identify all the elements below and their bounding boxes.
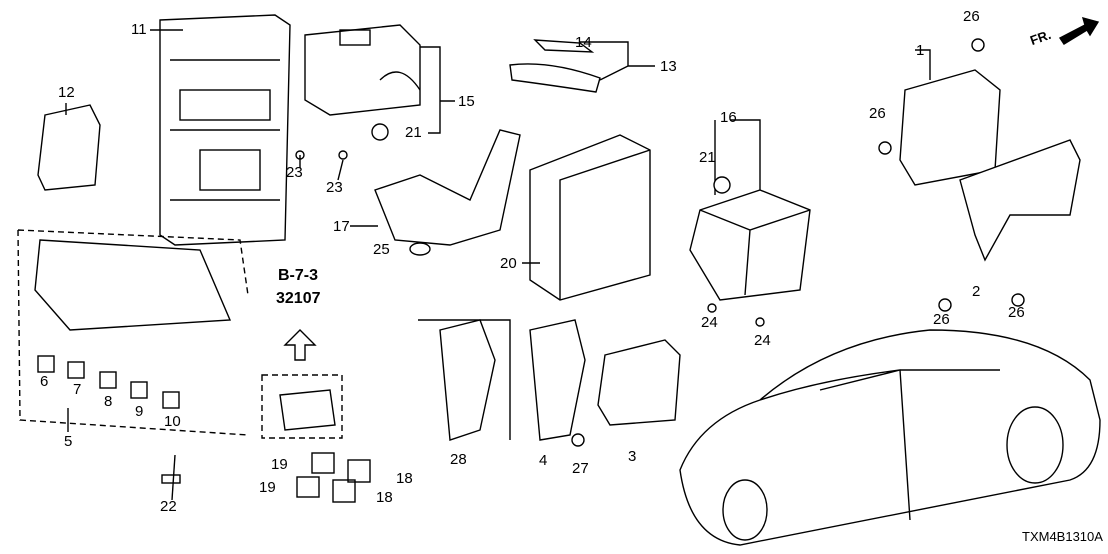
callout-21: 21 xyxy=(699,149,716,166)
callout-9: 9 xyxy=(135,403,144,420)
callout-11: 11 xyxy=(131,21,147,38)
callout-7: 7 xyxy=(73,381,82,398)
diagram-code: TXM4B1310A xyxy=(1022,529,1103,544)
part-4-bracket xyxy=(529,319,586,441)
callout-14: 14 xyxy=(575,34,592,51)
vehicle-outline xyxy=(679,329,1101,546)
callout-19: 19 xyxy=(271,456,288,473)
part-1-unit xyxy=(899,49,1001,186)
callout-26: 26 xyxy=(963,8,980,25)
part-12-module xyxy=(37,103,101,191)
part-15-unit xyxy=(304,24,455,134)
part-17-bracket xyxy=(350,129,521,246)
callout-28: 28 xyxy=(450,451,467,468)
callout-20: 20 xyxy=(500,255,517,272)
callout-3: 3 xyxy=(628,448,637,465)
callout-8: 8 xyxy=(104,393,113,410)
part-21-clip xyxy=(371,123,389,141)
part-5-fuse-box xyxy=(17,229,249,436)
part-16-module xyxy=(689,119,811,301)
part-27-nut xyxy=(571,433,585,447)
callout-17: 17 xyxy=(333,218,350,235)
callout-12: 12 xyxy=(58,84,75,101)
callout-24: 24 xyxy=(701,314,718,331)
callout-19: 19 xyxy=(259,479,276,496)
callout-26: 26 xyxy=(869,105,886,122)
reference-number: 32107 xyxy=(276,290,321,307)
callout-18: 18 xyxy=(376,489,393,506)
part-28-bracket xyxy=(439,319,496,441)
callout-25: 25 xyxy=(373,241,390,258)
callout-4: 4 xyxy=(539,452,548,469)
callout-18: 18 xyxy=(396,470,413,487)
part-2-bracket xyxy=(959,139,1081,262)
relay-box-outline xyxy=(261,374,343,439)
callout-15: 15 xyxy=(458,93,475,110)
callout-27: 27 xyxy=(572,460,589,477)
callout-1: 1 xyxy=(916,42,925,59)
part-25-grommet xyxy=(409,242,431,256)
part-21-clip-b xyxy=(713,176,731,194)
callout-2: 2 xyxy=(972,283,981,300)
callout-13: 13 xyxy=(660,58,677,75)
part-11-control-unit xyxy=(150,14,291,246)
part-22-bolt xyxy=(171,454,176,501)
callout-26: 26 xyxy=(933,311,950,328)
front-arrow-icon xyxy=(1058,17,1100,45)
callout-21: 21 xyxy=(405,124,422,141)
callout-5: 5 xyxy=(64,433,73,450)
callout-22: 22 xyxy=(160,498,177,515)
callout-24: 24 xyxy=(754,332,771,349)
callout-6: 6 xyxy=(40,373,49,390)
callout-10: 10 xyxy=(164,413,181,430)
callout-23: 23 xyxy=(326,179,343,196)
arrow-up-icon xyxy=(283,329,317,361)
callout-26: 26 xyxy=(1008,304,1025,321)
part-14-cover xyxy=(533,39,595,53)
callout-16: 16 xyxy=(720,109,737,126)
callout-23: 23 xyxy=(286,164,303,181)
part-20-module xyxy=(522,134,651,301)
part-3-module xyxy=(597,339,681,426)
divider-line xyxy=(418,319,511,440)
part-23-screw-b xyxy=(338,150,348,160)
part-13-key xyxy=(509,63,601,93)
reference-section: B-7-3 xyxy=(278,267,319,284)
